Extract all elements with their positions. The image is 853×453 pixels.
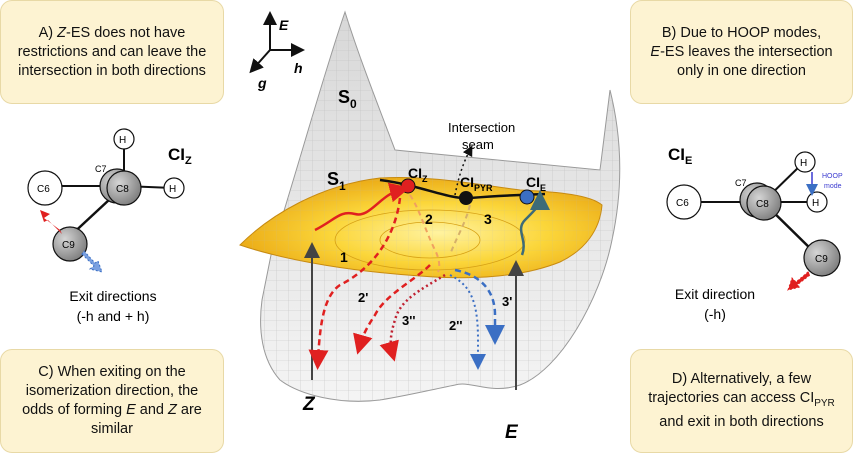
atom-h-right xyxy=(163,177,185,199)
atom-c6 xyxy=(27,170,63,206)
right-exit-title: Exit direction xyxy=(675,286,755,302)
svg-text:H: H xyxy=(800,158,807,169)
hoop-label-2: mode xyxy=(824,183,842,190)
axis-e-label: E xyxy=(279,17,289,33)
atom-h-top xyxy=(794,151,816,173)
ci-z-point xyxy=(400,178,416,194)
path-1 xyxy=(314,182,410,232)
path-label-3: 3 xyxy=(484,211,492,227)
seam-label-2: seam xyxy=(462,137,494,152)
path-label-2p: 2' xyxy=(358,290,368,305)
svg-text:C9: C9 xyxy=(815,254,828,265)
box-c: C) When exiting on the isomerization dir… xyxy=(0,349,224,453)
s0-exit-paths: 2' 3'' 2'' 3' xyxy=(308,197,512,370)
axis-h-label: h xyxy=(294,60,303,76)
right-molecule-title: CIE xyxy=(668,145,692,167)
right-molecule: C6 C7 C8 H H C9 HOOP mode CIE Exit direc… xyxy=(666,145,843,322)
path-label-2pp: 2'' xyxy=(449,318,462,333)
svg-text:H: H xyxy=(812,198,819,209)
path-teal xyxy=(519,190,550,256)
seam-label-1: Intersection xyxy=(448,120,515,135)
svg-text:C7: C7 xyxy=(735,178,747,188)
ci-e-point xyxy=(519,189,535,205)
ci-z-label: CIZ xyxy=(408,165,428,184)
path-label-2: 2 xyxy=(425,211,433,227)
s1-paths: 1 2 3 xyxy=(314,182,550,273)
box-d: D) Alternatively, a few trajectories can… xyxy=(630,349,853,453)
left-molecule: H H C6 C7 C8 C9 CIZ Exit directions (-h … xyxy=(27,128,192,324)
atom-c8 xyxy=(746,185,782,221)
path-2p xyxy=(308,197,402,370)
svg-text:C7: C7 xyxy=(95,164,107,174)
s1-surface: S1 xyxy=(239,169,603,279)
left-exit-title: Exit directions xyxy=(69,288,156,304)
path-2pp xyxy=(449,274,486,370)
hoop-label-1: HOOP xyxy=(822,173,843,180)
ci-pyr-point xyxy=(459,191,473,205)
product-z-label: Z xyxy=(302,394,316,415)
path-3p xyxy=(454,268,505,345)
right-exit-sub: (-h) xyxy=(704,306,726,322)
exit-arrow-blue xyxy=(81,250,103,273)
path-label-3pp: 3'' xyxy=(402,313,415,328)
s1-label: S1 xyxy=(327,169,346,193)
path-label-1: 1 xyxy=(340,249,348,265)
path-3 xyxy=(449,204,471,256)
exit-arrow-red xyxy=(40,210,62,234)
svg-text:H: H xyxy=(169,184,176,195)
box-b: B) Due to HOOP modes,E-ES leaves the int… xyxy=(630,0,853,104)
path-2p-b xyxy=(353,264,431,355)
atom-c6 xyxy=(666,184,702,220)
svg-text:C6: C6 xyxy=(676,198,689,209)
ci-e-label: CIE xyxy=(526,174,546,193)
svg-text:C8: C8 xyxy=(116,184,129,195)
left-exit-sub: (-h and + h) xyxy=(77,308,150,324)
atom-c9 xyxy=(803,239,841,277)
ci-pyr-label: CIPYR xyxy=(460,174,493,193)
path-label-3p: 3' xyxy=(502,294,512,309)
atom-c8 xyxy=(106,170,142,206)
exit-arrow-red xyxy=(787,271,811,291)
atom-c9 xyxy=(52,226,88,262)
svg-text:C8: C8 xyxy=(756,199,769,210)
left-molecule-title: CIZ xyxy=(168,145,192,167)
svg-text:H: H xyxy=(119,135,126,146)
svg-text:C9: C9 xyxy=(62,240,75,251)
axis-g-label: g xyxy=(257,75,267,91)
s0-label: S0 xyxy=(338,87,357,111)
product-e-label: E xyxy=(505,422,519,443)
svg-text:C6: C6 xyxy=(37,184,50,195)
atom-h-top xyxy=(113,128,135,150)
axes-triad: E h g xyxy=(249,11,305,91)
box-a: A) Z-ES does not have restrictions and c… xyxy=(0,0,224,104)
